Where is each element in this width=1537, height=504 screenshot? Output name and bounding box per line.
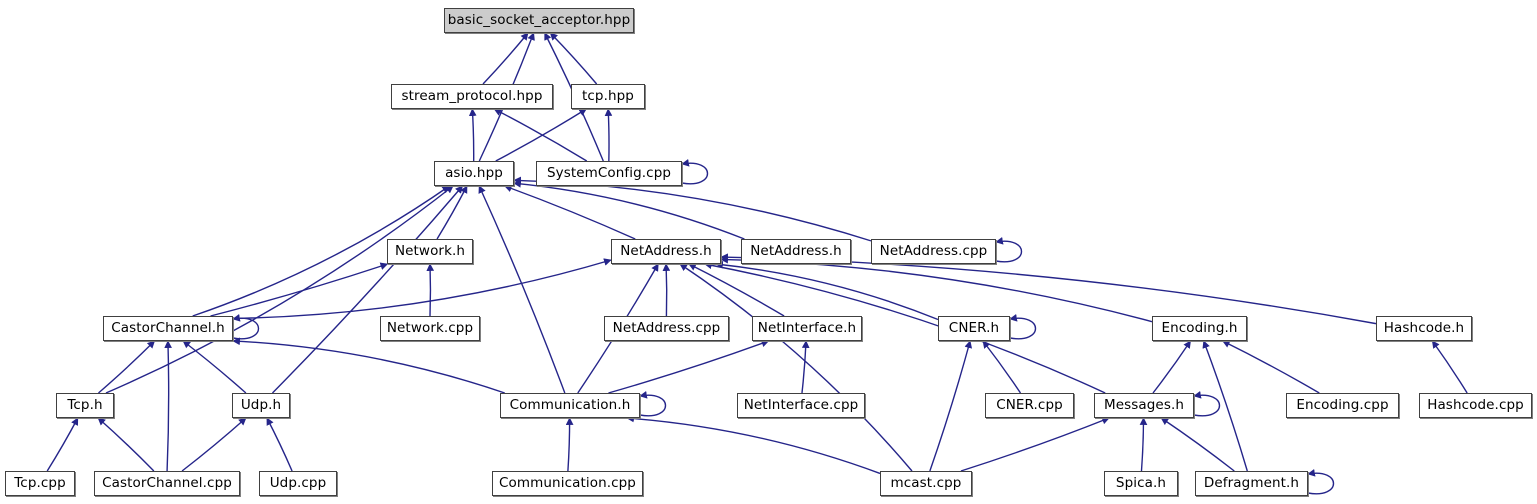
graph-node-netaddress_h_2[interactable]: NetAddress.h xyxy=(741,239,851,264)
graph-node-tcp_cpp[interactable]: Tcp.cpp xyxy=(5,471,75,496)
graph-node-tcp_h[interactable]: Tcp.h xyxy=(56,393,114,418)
graph-node-cner_h[interactable]: CNER.h xyxy=(938,316,1010,341)
graph-node-network_cpp[interactable]: Network.cpp xyxy=(380,316,480,341)
graph-node-castorchannel_cpp[interactable]: CastorChannel.cpp xyxy=(94,471,240,496)
graph-node-messages_h[interactable]: Messages.h xyxy=(1094,393,1194,418)
graph-node-encoding_h[interactable]: Encoding.h xyxy=(1152,316,1247,341)
graph-node-tcp[interactable]: tcp.hpp xyxy=(571,84,645,109)
graph-node-netaddress_cpp_top[interactable]: NetAddress.cpp xyxy=(871,239,996,264)
graph-node-spica_h[interactable]: Spica.h xyxy=(1104,471,1178,496)
graph-node-udp_cpp[interactable]: Udp.cpp xyxy=(259,471,337,496)
graph-node-udp_h[interactable]: Udp.h xyxy=(232,393,290,418)
graph-node-defragment_h[interactable]: Defragment.h xyxy=(1195,471,1308,496)
graph-node-asio[interactable]: asio.hpp xyxy=(434,161,514,186)
graph-node-hashcode_h[interactable]: Hashcode.h xyxy=(1376,316,1472,341)
graph-node-netaddress_h_1[interactable]: NetAddress.h xyxy=(611,239,721,264)
graph-node-cner_cpp[interactable]: CNER.cpp xyxy=(985,393,1074,418)
graph-node-communication_cpp[interactable]: Communication.cpp xyxy=(492,471,643,496)
graph-node-systemconfig_cpp[interactable]: SystemConfig.cpp xyxy=(536,161,682,186)
graph-node-netinterface_h[interactable]: NetInterface.h xyxy=(752,316,862,341)
graph-node-network_h[interactable]: Network.h xyxy=(387,239,473,264)
graph-node-castorchannel_h[interactable]: CastorChannel.h xyxy=(103,316,233,341)
graph-node-mcast_cpp[interactable]: mcast.cpp xyxy=(880,471,972,496)
graph-node-basic_socket_acceptor[interactable]: basic_socket_acceptor.hpp xyxy=(444,8,634,33)
graph-node-encoding_cpp[interactable]: Encoding.cpp xyxy=(1286,393,1399,418)
graph-node-netaddress_cpp_mid[interactable]: NetAddress.cpp xyxy=(604,316,729,341)
graph-node-communication_h[interactable]: Communication.h xyxy=(500,393,640,418)
graph-node-stream_protocol[interactable]: stream_protocol.hpp xyxy=(391,84,553,109)
graph-node-hashcode_cpp[interactable]: Hashcode.cpp xyxy=(1419,393,1532,418)
graph-node-netinterface_cpp[interactable]: NetInterface.cpp xyxy=(737,393,865,418)
